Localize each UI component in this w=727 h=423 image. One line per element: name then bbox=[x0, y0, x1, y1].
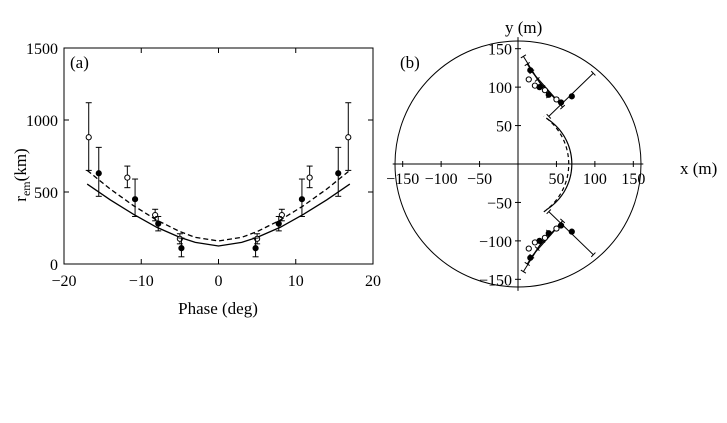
panel-a-ytick-label: 500 bbox=[34, 185, 58, 202]
panel-b-errorcap bbox=[590, 252, 596, 258]
panel-a-xtick-label: 10 bbox=[288, 273, 304, 290]
panel-a-point-filled bbox=[155, 220, 162, 227]
panel-b-errorcap bbox=[546, 209, 552, 215]
panel-b-ytick-label: −150 bbox=[479, 272, 512, 289]
panel-a-point-open bbox=[85, 134, 92, 141]
panel-b-errorcap bbox=[534, 246, 540, 251]
panel-b-point-open bbox=[541, 234, 549, 241]
panel-a-point-filled bbox=[275, 220, 282, 227]
panel-b-xtick-label: 50 bbox=[548, 171, 564, 188]
panel-b-ytick-label: −100 bbox=[479, 234, 512, 251]
panel-b-label: (b) bbox=[400, 53, 420, 72]
panel-a-xtick-label: −20 bbox=[51, 273, 76, 290]
panel-a-curve-solid bbox=[86, 183, 351, 247]
panel-b-ytick-label: −50 bbox=[487, 195, 512, 212]
panel-b-point-filled bbox=[557, 99, 565, 106]
panel-b-errorcap bbox=[560, 104, 566, 110]
panel-b-curves bbox=[543, 115, 573, 213]
panel-b-point-filled bbox=[545, 91, 552, 98]
panel-b-point-filled bbox=[536, 237, 543, 244]
panel-a-ylabel-sub: em bbox=[19, 181, 33, 196]
panel-a-xtick-label: 0 bbox=[215, 273, 223, 290]
panel-b-errorcap bbox=[520, 54, 527, 59]
panel-a-point-open bbox=[345, 134, 352, 141]
panel-b-errorcap bbox=[524, 61, 530, 67]
panel-b-xtick-label: −50 bbox=[467, 171, 492, 188]
panel-b-errorbar bbox=[531, 71, 557, 100]
panel-a-point-filled bbox=[252, 245, 259, 252]
panel-b-errorcap bbox=[590, 70, 596, 76]
panel-b-ytick-label: 50 bbox=[496, 119, 512, 136]
panel-b-point-filled bbox=[527, 254, 534, 261]
panel-b-point-filled bbox=[568, 228, 575, 235]
panel-a-xlabel: Phase (deg) bbox=[178, 299, 258, 318]
panel-b-errorcap bbox=[546, 113, 552, 119]
panel-b-ytick-label: 150 bbox=[488, 42, 512, 59]
panel-a-ylabel-main: r bbox=[11, 196, 30, 202]
panel-b-errorcap bbox=[560, 218, 566, 224]
panel-b-ylabel: y (m) bbox=[505, 18, 542, 37]
panel-a-ylabel: rem(km) bbox=[11, 148, 33, 201]
panel-b-xlabel: x (m) bbox=[680, 159, 717, 178]
panel-a-xtick-label: 20 bbox=[365, 273, 381, 290]
svg-text:rem(km): rem(km) bbox=[11, 148, 33, 201]
panel-b-points bbox=[525, 67, 575, 261]
panel-b: −150 −100 −50 50 100 150 −150 −100 −50 50 100 150 (… bbox=[386, 18, 717, 291]
panel-a-ylabel-unit: (km) bbox=[11, 148, 30, 181]
panel-b-point-open bbox=[553, 96, 560, 103]
panel-b-point-filled bbox=[545, 230, 552, 237]
panel-b-point-open bbox=[553, 225, 560, 232]
panel-a-curve-dashed bbox=[86, 169, 351, 242]
panel-b-ytick-label: 100 bbox=[488, 80, 512, 97]
panel-b-xtick-label: 150 bbox=[621, 171, 645, 188]
panel-a-point-filled bbox=[335, 170, 342, 177]
panel-a-point-filled bbox=[178, 245, 185, 252]
panel-b-errorcap bbox=[524, 261, 530, 267]
panel-a-point-filled bbox=[298, 196, 306, 203]
panel-a-points bbox=[85, 102, 352, 258]
panel-b-xtick-label: 100 bbox=[583, 171, 607, 188]
panel-a-ytick-label: 1500 bbox=[26, 41, 58, 58]
panel-a-ticks: −20 −10 0 10 20 0 500 1000 1500 bbox=[26, 41, 381, 290]
panel-a-ytick-label: 1000 bbox=[26, 113, 58, 130]
panel-a-ytick-label: 0 bbox=[50, 257, 58, 274]
panel-b-point-filled bbox=[536, 84, 543, 91]
panel-b-point-filled bbox=[557, 222, 565, 229]
panel-b-point-open bbox=[525, 76, 532, 83]
panel-b-point-filled bbox=[568, 93, 575, 100]
panel-a-curves bbox=[86, 169, 351, 247]
panel-b-point-open bbox=[525, 245, 532, 252]
panel-b-errorcap bbox=[520, 269, 527, 274]
panel-b-curve-solid bbox=[546, 117, 573, 211]
panel-b-ticks: −150 −100 −50 50 100 150 −150 −100 −50 50 100 150 bbox=[386, 42, 645, 290]
panel-b-point-filled bbox=[527, 67, 534, 74]
panel-a-point-open bbox=[124, 174, 131, 181]
panel-a-point-filled bbox=[95, 170, 102, 177]
panel-a-xtick-label: −10 bbox=[129, 273, 154, 290]
panel-a-point-open bbox=[306, 174, 313, 181]
panel-b-point-open bbox=[541, 87, 549, 94]
panel-a-label: (a) bbox=[70, 53, 89, 72]
panel-a-point-filled bbox=[131, 196, 139, 203]
panel-b-errorcap bbox=[534, 77, 540, 82]
panel-b-xtick-label: −100 bbox=[425, 171, 458, 188]
panel-b-xtick-label: −150 bbox=[386, 171, 419, 188]
panel-a-frame bbox=[63, 47, 374, 265]
panel-b-errorbar bbox=[531, 228, 557, 257]
panel-b-curve-dashed bbox=[543, 115, 570, 213]
